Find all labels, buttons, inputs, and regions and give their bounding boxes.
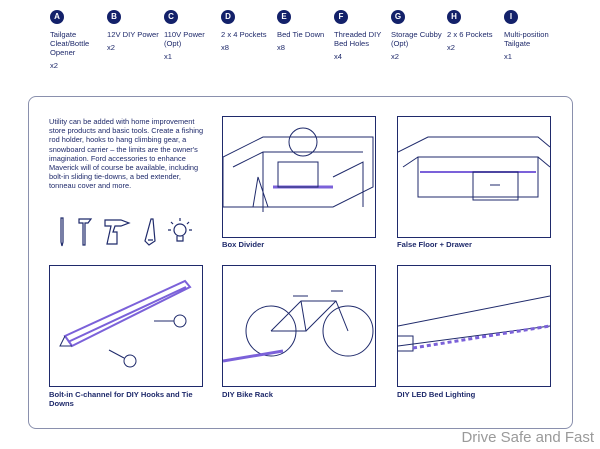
feature-label: Tailgate Cleat/Bottle Opener — [50, 30, 90, 57]
feature-e: E Bed Tie Down x8 — [277, 10, 333, 52]
tool-icons — [55, 216, 195, 248]
feature-qty: x1 — [164, 52, 173, 61]
feature-qty: x2 — [447, 43, 456, 52]
badge: F — [334, 10, 348, 24]
badge: D — [221, 10, 235, 24]
feature-c: C 110V Power (Opt) x1 — [164, 10, 220, 61]
badge: B — [107, 10, 121, 24]
caption: Box Divider — [222, 240, 265, 249]
feature-b: B 12V DIY Power x2 — [107, 10, 163, 52]
badge: I — [504, 10, 518, 24]
saw-icon — [144, 218, 156, 246]
intro-text: Utility can be added with home improveme… — [49, 117, 204, 191]
caption: Bolt-in C-channel for DIY Hooks and Tie … — [49, 390, 193, 408]
watermark: Drive Safe and Fast — [461, 429, 594, 446]
lightbulb-icon — [168, 218, 192, 242]
feature-label: Multi-position Tailgate — [504, 30, 549, 48]
feature-d: D 2 x 4 Pockets x8 — [221, 10, 277, 52]
feature-qty: x1 — [504, 52, 513, 61]
feature-label: 2 x 6 Pockets — [447, 30, 493, 39]
pencil-icon — [60, 217, 64, 247]
feature-g: G Storage Cubby (Opt) x2 — [391, 10, 447, 61]
drill-icon — [104, 219, 131, 245]
feature-qty: x8 — [277, 43, 286, 52]
feature-qty: x2 — [107, 43, 116, 52]
utility-panel — [28, 96, 573, 429]
feature-label: 12V DIY Power — [107, 30, 159, 39]
feature-label: Threaded DIY Bed Holes — [334, 30, 382, 48]
badge: A — [50, 10, 64, 24]
box-divider-illustration — [222, 116, 376, 238]
caption: DIY LED Bed Lighting — [397, 390, 476, 399]
caption: False Floor + Drawer — [397, 240, 472, 249]
c-channel-illustration — [49, 265, 203, 387]
feature-i: I Multi-position Tailgate x1 — [504, 10, 560, 61]
badge: H — [447, 10, 461, 24]
badge: C — [164, 10, 178, 24]
feature-h: H 2 x 6 Pockets x2 — [447, 10, 503, 52]
feature-label: 2 x 4 Pockets — [221, 30, 267, 39]
feature-label: 110V Power (Opt) — [164, 30, 205, 48]
feature-qty: x2 — [391, 52, 400, 61]
feature-qty: x2 — [50, 61, 59, 70]
caption: DIY Bike Rack — [222, 390, 273, 399]
feature-a: A Tailgate Cleat/Bottle Opener x2 — [50, 10, 106, 70]
feature-qty: x8 — [221, 43, 230, 52]
led-lighting-illustration — [397, 265, 551, 387]
badge: G — [391, 10, 405, 24]
false-floor-illustration — [397, 116, 551, 238]
feature-label: Bed Tie Down — [277, 30, 325, 39]
feature-label: Storage Cubby (Opt) — [391, 30, 442, 48]
badge: E — [277, 10, 291, 24]
bike-rack-illustration — [222, 265, 376, 387]
hammer-icon — [78, 218, 93, 246]
feature-f: F Threaded DIY Bed Holes x4 — [334, 10, 390, 61]
feature-qty: x4 — [334, 52, 343, 61]
